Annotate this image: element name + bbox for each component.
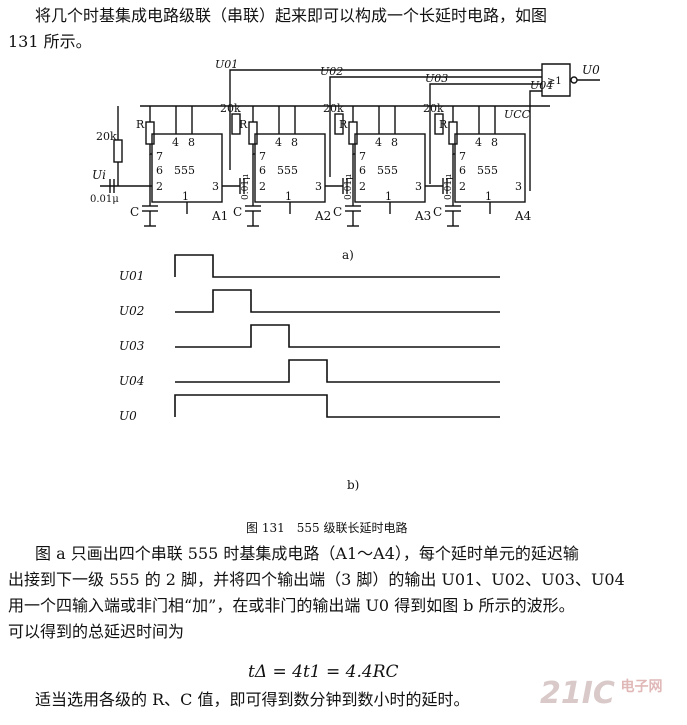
chip-label: A3	[414, 209, 431, 223]
output-line	[529, 90, 542, 191]
waveform-trace	[174, 254, 500, 278]
chip-type-label: 555	[477, 164, 498, 177]
pin-label: 6	[259, 164, 266, 177]
waveform-trace	[175, 289, 500, 313]
pin-label: 4	[275, 136, 282, 149]
output-label: U02	[320, 65, 343, 78]
capacitor-001-label: 0.01μ	[444, 174, 454, 200]
pin-label: 3	[315, 180, 322, 193]
resistor-20k	[231, 113, 241, 135]
capacitor-c-label: C	[433, 205, 442, 219]
pin-label: 4	[375, 136, 382, 149]
pin-label: 3	[415, 180, 422, 193]
capacitor-001-label: 0.01μ	[344, 174, 354, 200]
pin-label: 7	[156, 150, 163, 163]
resistor-20k	[434, 113, 444, 135]
resistor-r	[248, 121, 258, 145]
resistor-20k-label: 20k	[323, 102, 344, 115]
resistor-20k-label: 20k	[423, 102, 444, 115]
output-line	[229, 69, 542, 170]
pin-label: 8	[188, 136, 195, 149]
chip-type-label: 555	[174, 164, 195, 177]
capacitor-c-label: C	[233, 205, 242, 219]
intro-line-2: 131 所示。	[8, 32, 92, 51]
signal-label: U03	[119, 339, 145, 353]
paragraph-line-1: 图 a 只画出四个串联 555 时基集成电路（A1～A4），每个延时单元的延迟输	[35, 544, 579, 563]
pin-label: 6	[459, 164, 466, 177]
signal-label: U02	[119, 304, 144, 318]
figure-b-label: b)	[347, 478, 360, 492]
signal-label: U04	[119, 374, 144, 388]
chip-label: A1	[211, 209, 228, 223]
output-line	[429, 83, 542, 184]
resistor-input-label: 20k	[96, 130, 117, 143]
pin-label: 2	[156, 180, 163, 193]
pin-label: 8	[291, 136, 298, 149]
paragraph-line-5: 适当选用各级的 R、C 值，即可得到数分钟到数小时的延时。	[35, 690, 470, 709]
nor-gate	[541, 63, 571, 97]
resistor-r-label: R	[136, 118, 145, 131]
chip-type-label: 555	[277, 164, 298, 177]
resistor-r	[348, 121, 358, 145]
pin-label: 2	[459, 180, 466, 193]
signal-label: U0	[119, 409, 137, 423]
pin-label: 4	[475, 136, 482, 149]
pin-label: 6	[359, 164, 366, 177]
resistor-r	[448, 121, 458, 145]
pin-label: 6	[156, 164, 163, 177]
pin-label: 1	[485, 190, 492, 203]
pin-label: 8	[491, 136, 498, 149]
signal-label: U01	[119, 269, 144, 283]
paragraph-line-2: 出接到下一级 555 的 2 脚，并将四个输出端（3 脚）的输出 U01、U02…	[8, 570, 625, 589]
pin-label: 2	[359, 180, 366, 193]
input-capacitor-label: 0.01μ	[90, 194, 119, 205]
pin-label: 8	[391, 136, 398, 149]
watermark-brand: 21IC	[540, 676, 615, 711]
resistor-r-label: R	[239, 118, 248, 131]
pin-label: 3	[212, 180, 219, 193]
pin-label: 1	[385, 190, 392, 203]
waveform-trace	[175, 324, 500, 348]
capacitor-c-label: C	[333, 205, 342, 219]
paragraph-line-4: 可以得到的总延迟时间为	[8, 622, 185, 641]
paragraph-line-3: 用一个四输入端或非门相“加”，在或非门的输出端 U0 得到如图 b 所示的波形。	[8, 596, 575, 615]
delay-formula: tΔ = 4t1 = 4.4RC	[248, 662, 399, 682]
vcc-label: UCC	[504, 108, 531, 121]
figure-a-label: a)	[342, 248, 354, 262]
waveform-trace	[175, 359, 500, 383]
nor-gate-symbol: ≥1	[547, 76, 562, 87]
watermark-sub: 电子网	[620, 679, 663, 695]
nor-gate-bubble	[570, 76, 578, 84]
output-label: U01	[215, 58, 238, 71]
pin-label: 1	[182, 190, 189, 203]
chip-type-label: 555	[377, 164, 398, 177]
resistor-r-label: R	[439, 118, 448, 131]
pin-label: 7	[359, 150, 366, 163]
resistor-20k	[334, 113, 344, 135]
chip-label: A2	[314, 209, 331, 223]
chip-label: A4	[514, 209, 532, 223]
watermark-logo: 21IC 电子网	[540, 676, 663, 711]
output-label: U03	[425, 72, 448, 85]
capacitor-c-label: C	[130, 205, 139, 219]
capacitor-001-label: 0.01μ	[241, 174, 251, 200]
intro-line-1: 将几个时基集成电路级联（串联）起来即可以构成一个长延时电路，如图	[35, 6, 548, 25]
output-uo-label: U0	[582, 63, 600, 77]
resistor-input	[113, 139, 123, 163]
output-line	[329, 76, 542, 177]
figure-caption: 图 131 555 级联长延时电路	[246, 521, 408, 535]
pin-label: 3	[515, 180, 522, 193]
input-ui-label: Ui	[92, 168, 106, 182]
resistor-r	[145, 121, 155, 145]
resistor-r-label: R	[339, 118, 348, 131]
pin-label: 1	[285, 190, 292, 203]
waveform-trace	[174, 394, 500, 418]
pin-label: 7	[259, 150, 266, 163]
pin-label: 4	[172, 136, 179, 149]
pin-label: 7	[459, 150, 466, 163]
pin-label: 2	[259, 180, 266, 193]
output-label: U04	[530, 79, 553, 92]
